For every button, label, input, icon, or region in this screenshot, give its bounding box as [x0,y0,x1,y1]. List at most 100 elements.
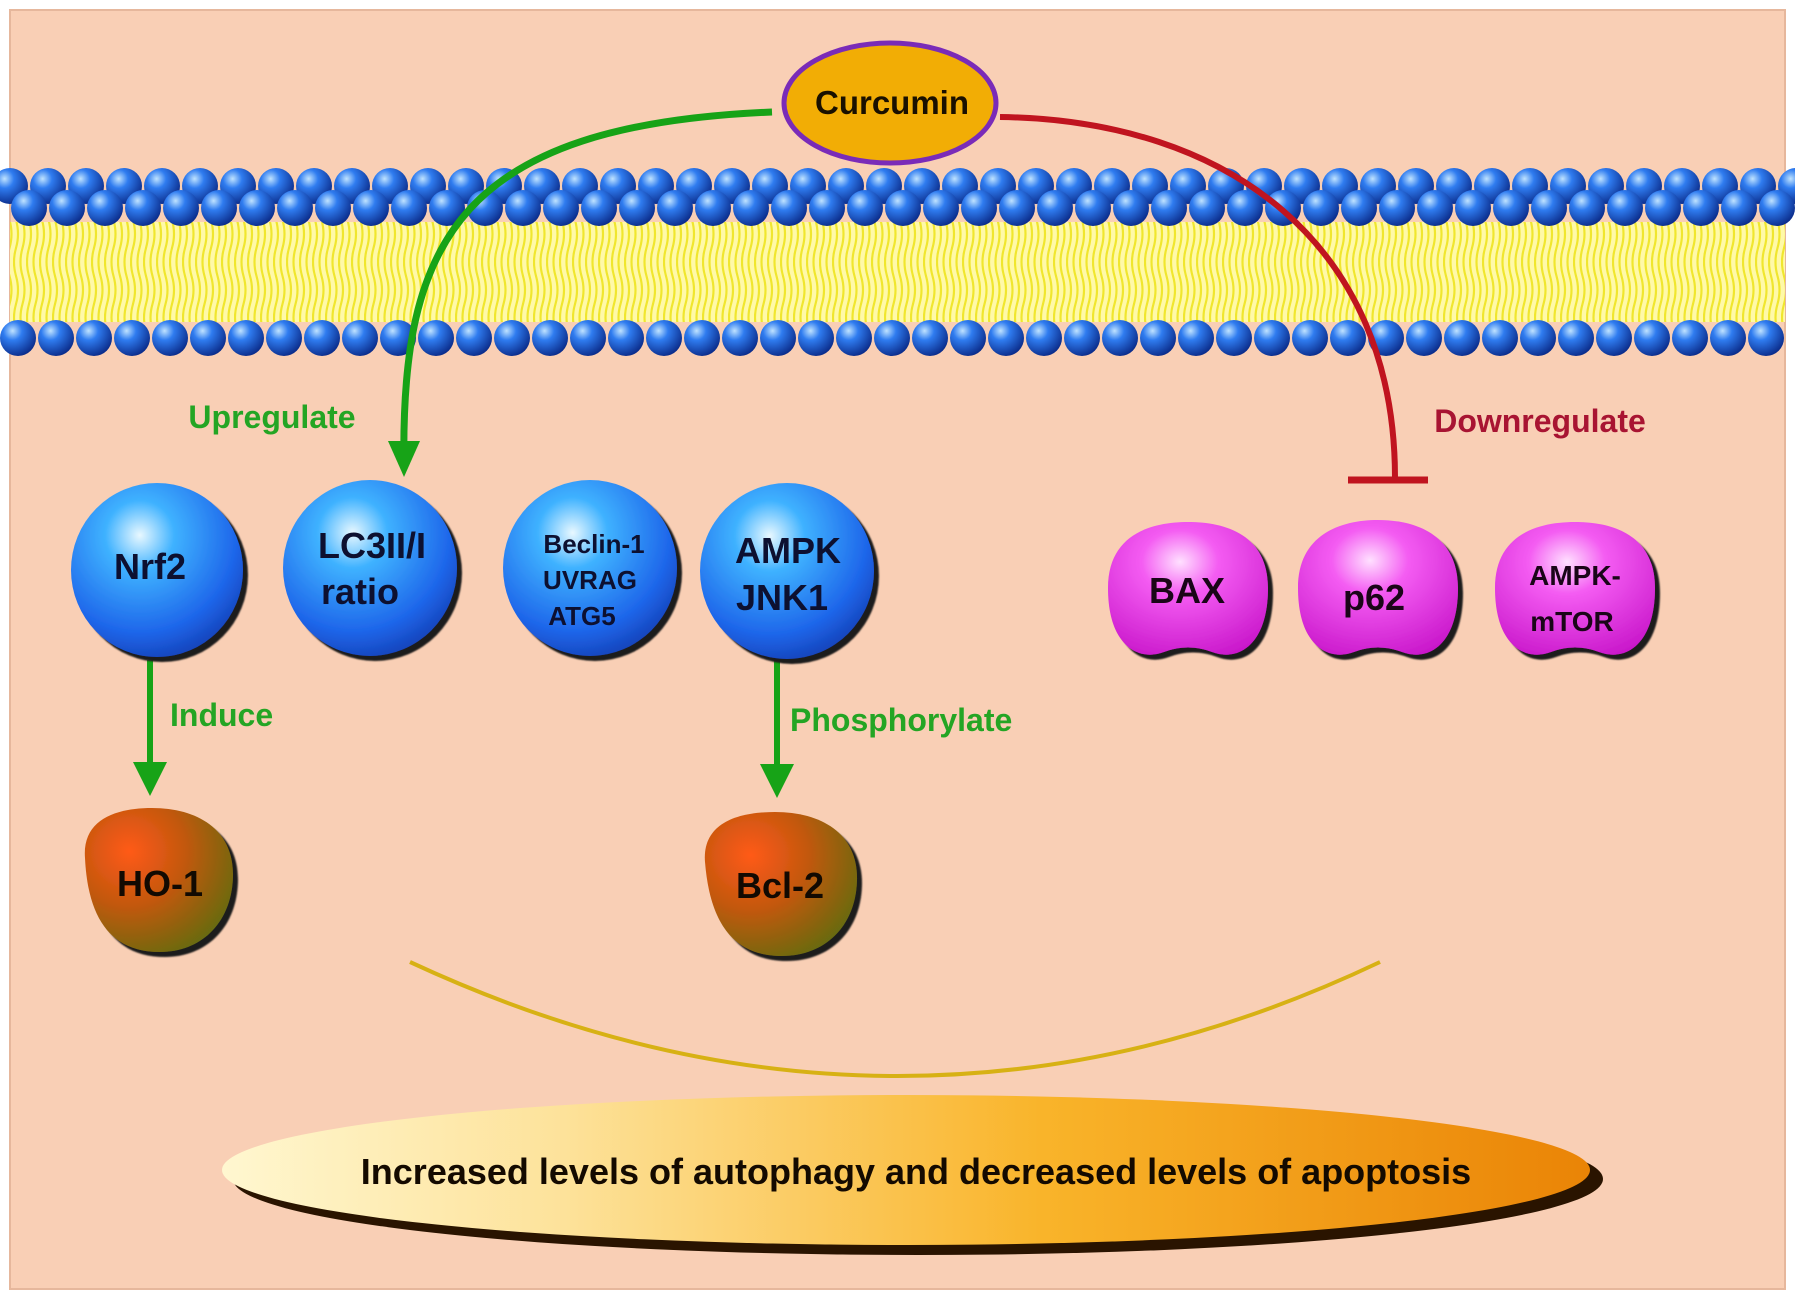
phosphorylate-arrowhead [760,764,794,798]
membrane-heads [0,168,1795,356]
node-bax-line1: BAX [1149,570,1225,611]
lipid-head [1140,320,1176,356]
lipid-head [1721,190,1757,226]
downregulated-nodes: BAX p62 AMPK- mTOR [1108,520,1655,655]
lipid-head [543,190,579,226]
node-bax-shape [1108,522,1268,655]
lipid-head [163,190,199,226]
lipid-head [722,320,758,356]
lipid-head [304,320,340,356]
lipid-head [695,190,731,226]
lipid-head [1189,190,1225,226]
lipid-head [1531,190,1567,226]
lipid-head [988,320,1024,356]
lipid-head [608,320,644,356]
phosphorylate-label: Phosphorylate [790,702,1012,738]
outcome-label: Increased levels of autophagy and decrea… [361,1151,1471,1192]
lipid-head [1482,320,1518,356]
lipid-head [11,190,47,226]
lipid-head [266,320,302,356]
lipid-head [961,190,997,226]
lipid-head [1216,320,1252,356]
node-ho1-line1: HO-1 [117,863,203,904]
node-p62-shape [1298,520,1458,655]
node-ampk-mtor-line2: mTOR [1530,606,1614,637]
lipid-head [152,320,188,356]
node-lc3-line1: LC3II/I [318,525,426,566]
node-lc3: LC3II/I ratio [283,480,457,656]
lipid-head [1075,190,1111,226]
lipid-head [1341,190,1377,226]
lipid-head [456,320,492,356]
outcome-banner: Increased levels of autophagy and decrea… [222,1095,1603,1255]
lipid-head [1607,190,1643,226]
lipid-head [646,320,682,356]
node-beclin-line1: Beclin-1 [543,529,644,559]
node-ampk-jnk1-line2: JNK1 [736,577,828,618]
induce-label: Induce [170,697,273,733]
lipid-head [1303,190,1339,226]
lipid-head [76,320,112,356]
lipid-head [847,190,883,226]
lipid-head [0,320,36,356]
lipid-head [315,190,351,226]
lipid-head [1645,190,1681,226]
lipid-head [923,190,959,226]
node-bcl2-line1: Bcl-2 [736,865,824,906]
lipid-head [1227,190,1263,226]
lipid-head [494,320,530,356]
cell-membrane [0,168,1795,356]
node-beclin-line3: ATG5 [548,601,615,631]
lipid-head [505,190,541,226]
node-ampk-jnk1-shape [700,483,874,659]
lipid-head [114,320,150,356]
node-p62-line1: p62 [1343,577,1405,618]
lipid-head [1455,190,1491,226]
lipid-head [277,190,313,226]
lipid-head [619,190,655,226]
node-ampk-mtor-shape [1495,522,1655,655]
lipid-head [1064,320,1100,356]
lipid-head [1558,320,1594,356]
lipid-head [1748,320,1784,356]
node-p62: p62 [1298,520,1458,655]
lipid-head [342,320,378,356]
node-ampk-jnk1-line1: AMPK [735,530,841,571]
lipid-head [125,190,161,226]
lipid-head [353,190,389,226]
lipid-head [1102,320,1138,356]
node-nrf2-shape [71,483,243,657]
outcome-banner-shape [222,1095,1590,1245]
node-ho1: HO-1 [84,808,234,952]
lipid-head [1113,190,1149,226]
lipid-head [912,320,948,356]
lipid-head [1037,190,1073,226]
downregulate-inhibitor [999,114,1398,479]
lipid-head [809,190,845,226]
lipid-head [532,320,568,356]
lipid-head [950,320,986,356]
lipid-head [201,190,237,226]
lipid-head [1596,320,1632,356]
lipid-head [836,320,872,356]
convergence-arc [409,960,1381,1078]
lipid-head [1254,320,1290,356]
lipid-head [760,320,796,356]
lipid-head [391,190,427,226]
lipid-head [999,190,1035,226]
node-lc3-line2: ratio [321,571,399,612]
upregulated-nodes: Nrf2 LC3II/I ratio Beclin-1 UVRAG ATG5 A… [71,480,874,659]
curcumin-ellipse [781,40,999,166]
lipid-head [1178,320,1214,356]
lipid-head [1683,190,1719,226]
lipid-head [418,320,454,356]
lipid-head [1634,320,1670,356]
lipid-head [1444,320,1480,356]
lipid-head [733,190,769,226]
downregulate-label: Downregulate [1434,403,1646,439]
membrane-tails [10,222,1785,322]
upregulate-arrowhead [388,441,420,477]
node-beclin-shape [503,480,677,656]
lipid-head [1672,320,1708,356]
